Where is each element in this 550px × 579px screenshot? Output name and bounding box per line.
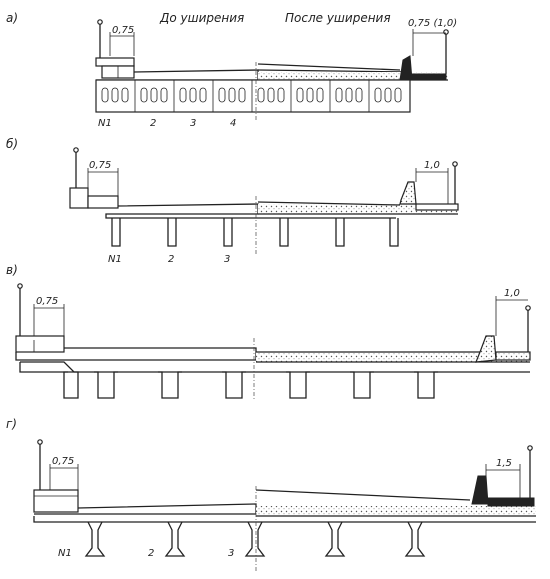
beam-label: N1 [58, 548, 72, 559]
sidewalk-left [69, 187, 89, 209]
railing-cap-left [97, 19, 103, 25]
panel-a-title-before: До уширения [159, 11, 244, 25]
sidewalk-left [33, 489, 79, 513]
curb-right [475, 335, 497, 363]
deck-widening-hatch [258, 204, 458, 214]
deck [105, 203, 396, 219]
dim-right-text: 1,0 [504, 288, 520, 299]
sidewalk-right [495, 351, 531, 361]
girder-row [33, 516, 536, 557]
sidewalk-right [487, 497, 535, 507]
deck-widening-hatch [256, 506, 536, 516]
dim-right-text: 1,5 [496, 458, 512, 469]
panel-a-title-after: После уширения [285, 11, 391, 25]
sidewalk-right [415, 203, 459, 211]
deck-after-hatch [258, 72, 448, 80]
beam-label: 3 [228, 548, 234, 559]
curb-right [399, 55, 413, 81]
panel-c-label: в) [6, 263, 18, 277]
sidewalk-right [411, 73, 447, 81]
dim-left-text: 0,75 [89, 160, 111, 171]
panel-a-label: а) [6, 11, 18, 25]
girder-row [19, 361, 530, 399]
panel-b-label: б) [6, 137, 18, 151]
dim-left-text: 0,75 [112, 25, 134, 36]
panel-d-label: г) [6, 417, 17, 431]
beam-label: N1 [108, 254, 122, 265]
beam-label: 3 [224, 254, 230, 265]
sidewalk-left [15, 335, 65, 353]
curb-right [471, 475, 489, 505]
curb-left [87, 195, 119, 209]
beam-label: 3 [190, 118, 196, 129]
dim-right-text: 1,0 [424, 160, 440, 171]
girder-row [111, 218, 399, 247]
beam-label: 2 [150, 118, 156, 129]
deck-widening-hatch [256, 352, 530, 362]
panel-c: в) 0,75 1,0 [6, 263, 531, 400]
hollow-slab-row [95, 79, 411, 113]
dim-left-text: 0,75 [36, 296, 58, 307]
beam-label: 2 [148, 548, 154, 559]
curb-right [399, 181, 417, 205]
dim-right-text: 0,75 (1,0) [408, 18, 457, 29]
panel-a: а) До уширения После уширения 0,75 0,75 … [6, 11, 457, 129]
dim-left-text: 0,75 [52, 456, 74, 467]
beam-label: 4 [230, 118, 236, 129]
beam-label: N1 [98, 118, 112, 129]
beam-label: 2 [168, 254, 174, 265]
panel-d: г) 0,75 1,5 N1 2 3 [6, 417, 536, 572]
panel-b: б) 0,75 1,0 N1 2 3 [6, 137, 459, 265]
sidewalk-left [95, 57, 135, 67]
